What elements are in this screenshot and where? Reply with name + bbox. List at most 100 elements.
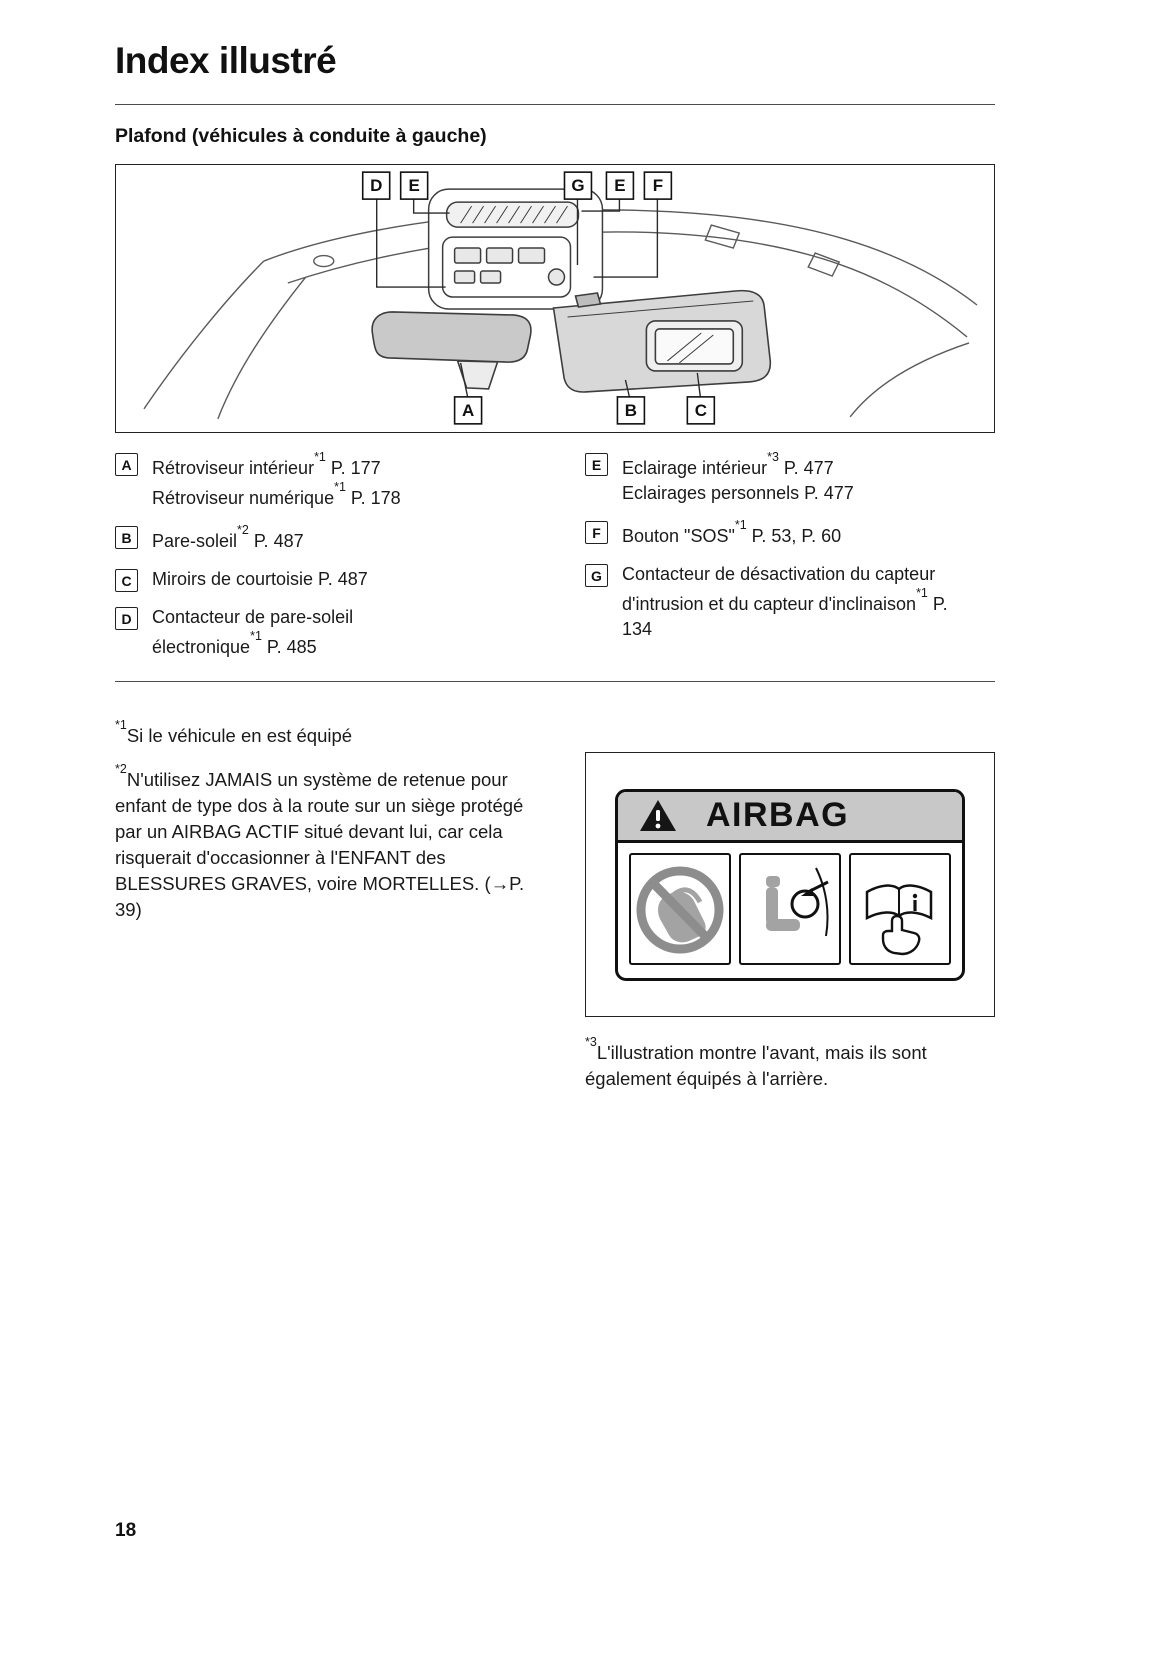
page-number: 18 xyxy=(115,1520,137,1541)
legend-key-a: A xyxy=(115,453,138,476)
legend-label: Eclairages personnels P. 477 xyxy=(622,483,854,503)
diagram-labels: D E G E F xyxy=(361,171,716,425)
diagram-label-g: G xyxy=(563,171,593,200)
picto-airbag-deployment xyxy=(739,852,841,965)
legend-text-g: Contacteur de désactivation du capteur d… xyxy=(622,562,967,642)
legend-item-d: D Contacteur de pare-soleil électronique… xyxy=(115,605,585,660)
legend-row: Contacteur de désactivation du capteur d… xyxy=(622,562,967,642)
airbag-label-header: AIRBAG xyxy=(618,791,962,843)
footnote-text: N'utilisez JAMAIS un système de retenue … xyxy=(115,769,525,921)
legend-label: Rétroviseur numérique xyxy=(152,488,335,508)
legend-row: Rétroviseur numérique*1 P. 178 xyxy=(152,480,401,511)
section-heading: Plafond (véhicules à conduite à gauche) xyxy=(115,125,487,147)
headliner-sketch xyxy=(143,209,978,420)
diagram-label-c: C xyxy=(686,396,716,425)
diagram-label-f: F xyxy=(643,171,673,200)
footnote-text: L'illustration montre l'avant, mais ils … xyxy=(585,1042,927,1090)
footnote-3: *3L'illustration montre l'avant, mais il… xyxy=(585,1035,995,1092)
page-ref: P. 53, P. 60 xyxy=(746,526,842,546)
legend-item-b: B Pare-soleil*2 P. 487 xyxy=(115,523,585,554)
footnote-1: *1Si le véhicule en est équipé xyxy=(115,718,545,749)
warning-triangle-icon xyxy=(640,799,676,831)
legend-key-d: D xyxy=(115,607,138,630)
page-ref: P. 477 xyxy=(778,458,834,478)
legend-divider xyxy=(115,681,995,682)
read-manual-icon xyxy=(865,883,933,955)
legend-key-e: E xyxy=(585,453,608,476)
ceiling-diagram-svg: D E G E F xyxy=(143,171,978,425)
svg-text:B: B xyxy=(625,401,637,420)
svg-text:G: G xyxy=(571,176,584,195)
svg-text:A: A xyxy=(462,401,474,420)
legend-text-d: Contacteur de pare-soleil électronique*1… xyxy=(152,605,432,660)
legend-row: Eclairage intérieur*3 P. 477 xyxy=(622,450,854,481)
legend-row: Miroirs de courtoisie P. 487 xyxy=(152,567,368,592)
legend-item-e: E Eclairage intérieur*3 P. 477 Eclairage… xyxy=(585,450,995,506)
diagram-label-d: D xyxy=(361,171,391,200)
vanity-mirror xyxy=(645,320,744,372)
rearview-mirror xyxy=(371,311,532,390)
legend-key-b: B xyxy=(115,526,138,549)
footnote-marker: *1 xyxy=(334,480,346,494)
page-content: Index illustré Plafond (véhicules à cond… xyxy=(115,40,995,1092)
footnote-marker: *1 xyxy=(314,450,326,464)
footnote-2: *2N'utilisez JAMAIS un système de retenu… xyxy=(115,762,545,923)
legend-column-right: E Eclairage intérieur*3 P. 477 Eclairage… xyxy=(585,450,995,673)
legend-text-c: Miroirs de courtoisie P. 487 xyxy=(152,567,368,592)
legend-label: Pare-soleil xyxy=(152,531,238,551)
svg-text:E: E xyxy=(614,176,625,195)
legend-label: Bouton "SOS" xyxy=(622,526,735,546)
page-ref: P. 485 xyxy=(261,637,317,657)
legend-row: Contacteur de pare-soleil électronique*1… xyxy=(152,605,432,660)
grab-handle-shape-2 xyxy=(807,252,841,277)
legend-text-e: Eclairage intérieur*3 P. 477 Eclairages … xyxy=(622,450,854,506)
svg-text:E: E xyxy=(408,176,419,195)
title-divider xyxy=(115,104,995,105)
sos-button-shape xyxy=(547,268,566,286)
airbag-warning-figure: AIRBAG xyxy=(585,752,995,1017)
footnote-marker: *3 xyxy=(585,1035,597,1049)
legend-item-a: A Rétroviseur intérieur*1 P. 177 Rétrovi… xyxy=(115,450,585,511)
legend-text-a: Rétroviseur intérieur*1 P. 177 Rétrovise… xyxy=(152,450,401,511)
notes-section: *1Si le véhicule en est équipé *2N'utili… xyxy=(115,718,995,1092)
diagram-label-b: B xyxy=(616,396,646,425)
legend-item-g: G Contacteur de désactivation du capteur… xyxy=(585,562,995,642)
page-ref: P. 134 xyxy=(622,594,948,639)
svg-text:F: F xyxy=(653,176,663,195)
airbag-warning-label: AIRBAG xyxy=(615,788,965,981)
diagram-label-a: A xyxy=(453,396,483,425)
legend-label: Rétroviseur intérieur xyxy=(152,458,315,478)
legend-item-c: C Miroirs de courtoisie P. 487 xyxy=(115,567,585,592)
footnote-marker: *3 xyxy=(767,450,779,464)
grab-handle-shape xyxy=(704,224,741,249)
legend-row: Eclairages personnels P. 477 xyxy=(622,481,854,506)
footnote-marker: *1 xyxy=(115,718,127,732)
legend-text-b: Pare-soleil*2 P. 487 xyxy=(152,523,304,554)
legend-label: Contacteur de pare-soleil électronique xyxy=(152,607,354,657)
page-ref: P. 178 xyxy=(345,488,401,508)
airbag-pictograms xyxy=(618,843,962,965)
page-ref: P. 487 xyxy=(248,531,304,551)
airbag-title: AIRBAG xyxy=(706,796,850,834)
legend-row: Rétroviseur intérieur*1 P. 177 xyxy=(152,450,401,481)
console-switch-panel xyxy=(441,236,572,298)
legend-row: Bouton "SOS"*1 P. 53, P. 60 xyxy=(622,518,842,549)
picto-no-rear-facing-child-seat xyxy=(629,852,731,965)
overhead-console xyxy=(427,188,604,310)
svg-text:D: D xyxy=(370,176,382,195)
legend-label: Eclairage intérieur xyxy=(622,458,768,478)
legend-key-g: G xyxy=(585,564,608,587)
legend-label: Miroirs de courtoisie P. 487 xyxy=(152,569,368,589)
footnote-marker: *2 xyxy=(115,762,127,777)
ceiling-diagram: D E G E F xyxy=(115,164,995,433)
legend-item-f: F Bouton "SOS"*1 P. 53, P. 60 xyxy=(585,518,995,549)
legend-label: Contacteur de désactivation du capteur d… xyxy=(622,564,936,614)
legend-row: Pare-soleil*2 P. 487 xyxy=(152,523,304,554)
svg-text:C: C xyxy=(695,401,707,420)
legend-key-f: F xyxy=(585,521,608,544)
visor-clip xyxy=(574,292,602,308)
diagram-label-e1: E xyxy=(399,171,429,200)
leader-lines xyxy=(376,199,702,398)
footnote-marker: *1 xyxy=(916,586,928,600)
